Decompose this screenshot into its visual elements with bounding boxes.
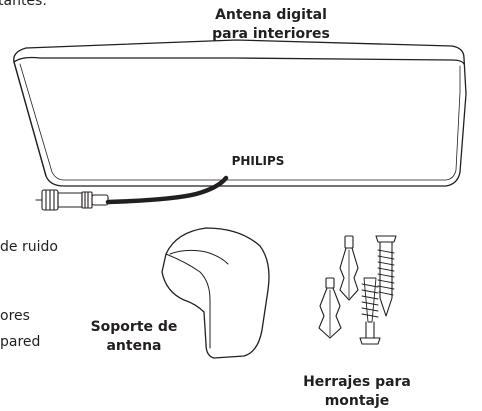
antenna-face-left-edge [13, 61, 47, 177]
cut-off-text-noise: de ruido [0, 239, 58, 255]
antenna-outline [13, 39, 467, 187]
stand-label: Soporte de antena [80, 318, 188, 356]
hardware-label-line-2: montaje [324, 393, 390, 409]
cut-off-text-ores: ores [0, 308, 30, 324]
wall-anchor-1 [339, 235, 359, 301]
mounting-hardware [318, 235, 397, 345]
hardware-label-line-1: Herrajes para [303, 374, 411, 390]
antenna-inner-rim [19, 63, 461, 181]
antenna-body: PHILIPS [13, 39, 467, 187]
antenna-stand [161, 227, 270, 359]
cut-off-text-pared: pared [0, 334, 41, 350]
screw-2 [359, 277, 381, 345]
cut-off-text-top: tantes. [0, 0, 47, 9]
coax-cable [35, 175, 229, 211]
antenna-label-line-1: Antena digital [215, 7, 327, 23]
screw-1 [375, 235, 397, 317]
stand-front-face [165, 253, 211, 349]
cable-wire [105, 175, 229, 205]
brand-logo: PHILIPS [232, 154, 285, 168]
antenna-label: Antena digital para interiores [176, 6, 366, 44]
stand-top-edge [169, 249, 229, 265]
stand-label-line-1: Soporte de [90, 319, 178, 335]
wall-anchor-2 [318, 277, 342, 339]
antenna-label-line-2: para interiores [212, 26, 330, 42]
f-connector [35, 189, 109, 211]
stand-label-line-2: antena [106, 338, 162, 354]
stand-outline [161, 227, 270, 359]
antenna-face-top-edge [13, 56, 465, 65]
hardware-label: Herrajes para montaje [282, 373, 432, 411]
